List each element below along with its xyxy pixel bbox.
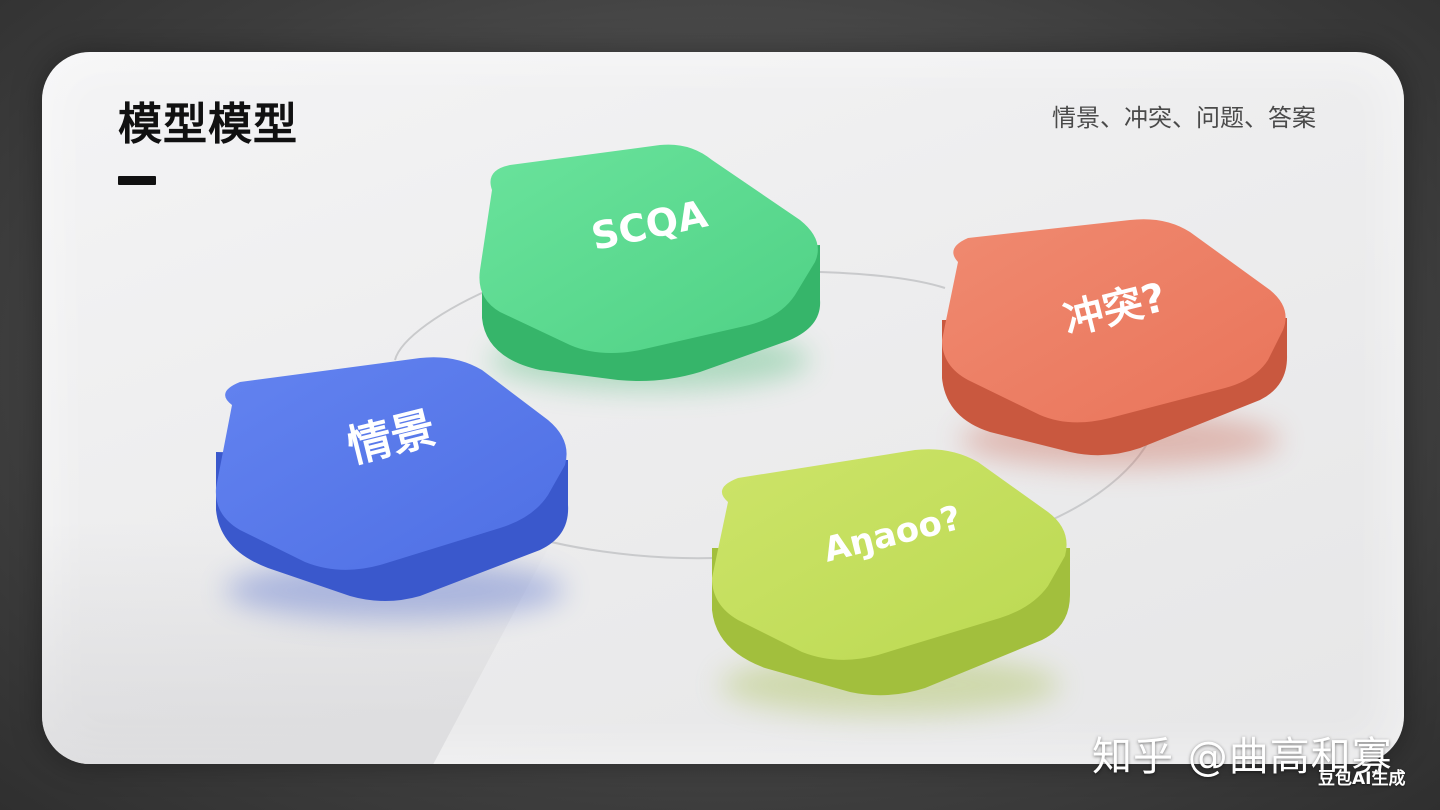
tile-situation: 情景 xyxy=(215,357,569,601)
page-subtitle: 情景、冲突、问题、答案 xyxy=(1052,104,1316,132)
page-title: 模型模型 xyxy=(118,99,298,150)
tile-conflict: 冲突? xyxy=(942,219,1288,456)
tile-answer: Aŋaoo? xyxy=(712,449,1070,696)
ai-generated-badge: 豆包AI生成 xyxy=(1318,769,1406,789)
title-underline xyxy=(118,176,156,185)
tile-scqa: SCQA xyxy=(479,144,821,381)
connector-ring xyxy=(394,271,1159,560)
zhihu-credit: 知乎 @曲高和寡 xyxy=(1092,734,1393,780)
